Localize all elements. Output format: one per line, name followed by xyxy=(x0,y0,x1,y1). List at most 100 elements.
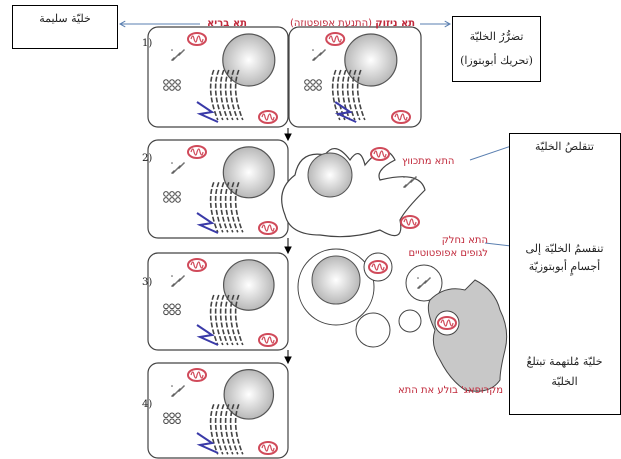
vesicles xyxy=(304,79,322,91)
er-stripe xyxy=(224,69,234,121)
vesicle xyxy=(304,85,310,91)
mitochondrion xyxy=(187,368,207,382)
vesicle xyxy=(163,309,169,316)
ribosome-dot xyxy=(178,389,180,391)
vesicles xyxy=(163,303,181,316)
ribosome-dot xyxy=(175,392,177,394)
mitochondrion xyxy=(437,316,457,330)
damaged-cell-label: תא ניזוק (התנעת אפופטוזה) xyxy=(290,18,415,29)
ribosome-dot xyxy=(421,284,423,286)
step-2: 2) xyxy=(142,153,153,164)
stages-box xyxy=(509,133,621,415)
golgi-er xyxy=(209,294,244,346)
ribosome-dot xyxy=(408,182,410,184)
ribosome-dot xyxy=(173,393,175,395)
nucleus-fragment xyxy=(311,255,361,305)
step-3: 3) xyxy=(142,277,153,288)
ribosome-dot xyxy=(179,278,181,280)
ribosome-dot xyxy=(427,279,429,281)
ribosome-dot xyxy=(423,282,425,284)
healthy-cell-row4 xyxy=(147,362,289,459)
vesicles xyxy=(163,191,181,203)
healthy-cell-row1 xyxy=(147,26,289,128)
ribosome-dot xyxy=(313,58,315,60)
ribosome-dot xyxy=(177,280,179,282)
mitochondrion-cristae xyxy=(261,113,275,121)
vesicle xyxy=(163,85,169,91)
ribosome-dot xyxy=(171,395,173,397)
ribosome-dot xyxy=(176,168,178,170)
ribosome-dot xyxy=(182,163,184,165)
ribosome-dot xyxy=(323,50,325,52)
ribosome-dot xyxy=(179,165,181,167)
ribosomes xyxy=(171,275,185,287)
damage-arabic: تضرُّرُ الخليّة xyxy=(469,30,524,43)
ribosome-dot xyxy=(183,162,185,164)
ribosome-dot xyxy=(422,283,424,285)
healthy-cell-row2 xyxy=(147,139,289,239)
ribosome-dot xyxy=(417,287,419,289)
ribosome-dot xyxy=(178,166,180,168)
ribosome-dot xyxy=(322,51,324,53)
damaged-cell-note: (התנעת אפופטוזה) xyxy=(290,18,373,29)
vesicle xyxy=(175,309,181,316)
ribosome-dot xyxy=(405,184,407,186)
step-arrows xyxy=(284,128,292,365)
ribosome-dot xyxy=(176,281,178,283)
arrowhead xyxy=(118,20,126,28)
ribosome-dot xyxy=(324,49,326,51)
golgi-er xyxy=(209,182,244,233)
vesicle xyxy=(163,197,169,203)
ribosome-dot xyxy=(173,170,175,172)
ribosome-dot xyxy=(177,54,179,56)
ribosome-dot xyxy=(418,286,420,288)
macrophage xyxy=(427,279,508,392)
er-stripe xyxy=(219,182,229,233)
vesicle xyxy=(163,79,169,85)
ribosome-dot xyxy=(312,49,314,51)
vesicle xyxy=(169,197,175,203)
nucleus xyxy=(222,146,275,199)
ribosome-dot xyxy=(318,54,320,56)
mitochondrion-cristae xyxy=(394,113,408,121)
er-stripe xyxy=(224,182,234,233)
vesicle xyxy=(163,418,169,425)
ribosome-dot xyxy=(320,52,322,54)
er-stripe xyxy=(214,404,224,455)
step-arrowhead xyxy=(284,356,292,365)
er-stripe xyxy=(224,404,234,455)
vesicle xyxy=(163,412,169,419)
smooth-er xyxy=(196,212,219,234)
ribosome-dot xyxy=(316,56,318,58)
er-stripe xyxy=(219,69,229,121)
healthy-cell-label: תא בריא xyxy=(207,18,247,29)
vesicle xyxy=(175,303,181,310)
ribosome-dot xyxy=(172,284,174,286)
ribosome-dot xyxy=(414,177,416,179)
step-arrowhead xyxy=(284,133,292,142)
ribosomes xyxy=(312,49,326,61)
vesicle xyxy=(304,79,310,85)
healthy-cell-box: خليّة سليمة xyxy=(12,5,118,49)
damage-box: تضرُّرُ الخليّة (تحريك أبوبتوزا) xyxy=(452,16,541,82)
er-stripe xyxy=(229,294,239,346)
apoptotic-bodies xyxy=(297,248,443,348)
ribosome-dot xyxy=(319,53,321,55)
vesicle xyxy=(169,412,175,419)
ribosome-dot xyxy=(404,185,406,187)
ribosome-dot xyxy=(413,178,415,180)
ribosome-dot xyxy=(176,55,178,57)
apoptotic-body xyxy=(398,309,422,333)
shrinking-label: התא מתכווץ xyxy=(402,156,455,167)
er-stripe xyxy=(209,404,219,455)
er-stripe xyxy=(209,182,219,233)
er-stripe xyxy=(356,69,366,121)
mitochondrion-cristae xyxy=(373,150,387,158)
er-stripe xyxy=(214,69,224,121)
vesicle xyxy=(169,191,175,197)
er-stripe xyxy=(234,404,244,455)
ribosome-dot xyxy=(182,386,184,388)
vesicles xyxy=(163,412,181,425)
